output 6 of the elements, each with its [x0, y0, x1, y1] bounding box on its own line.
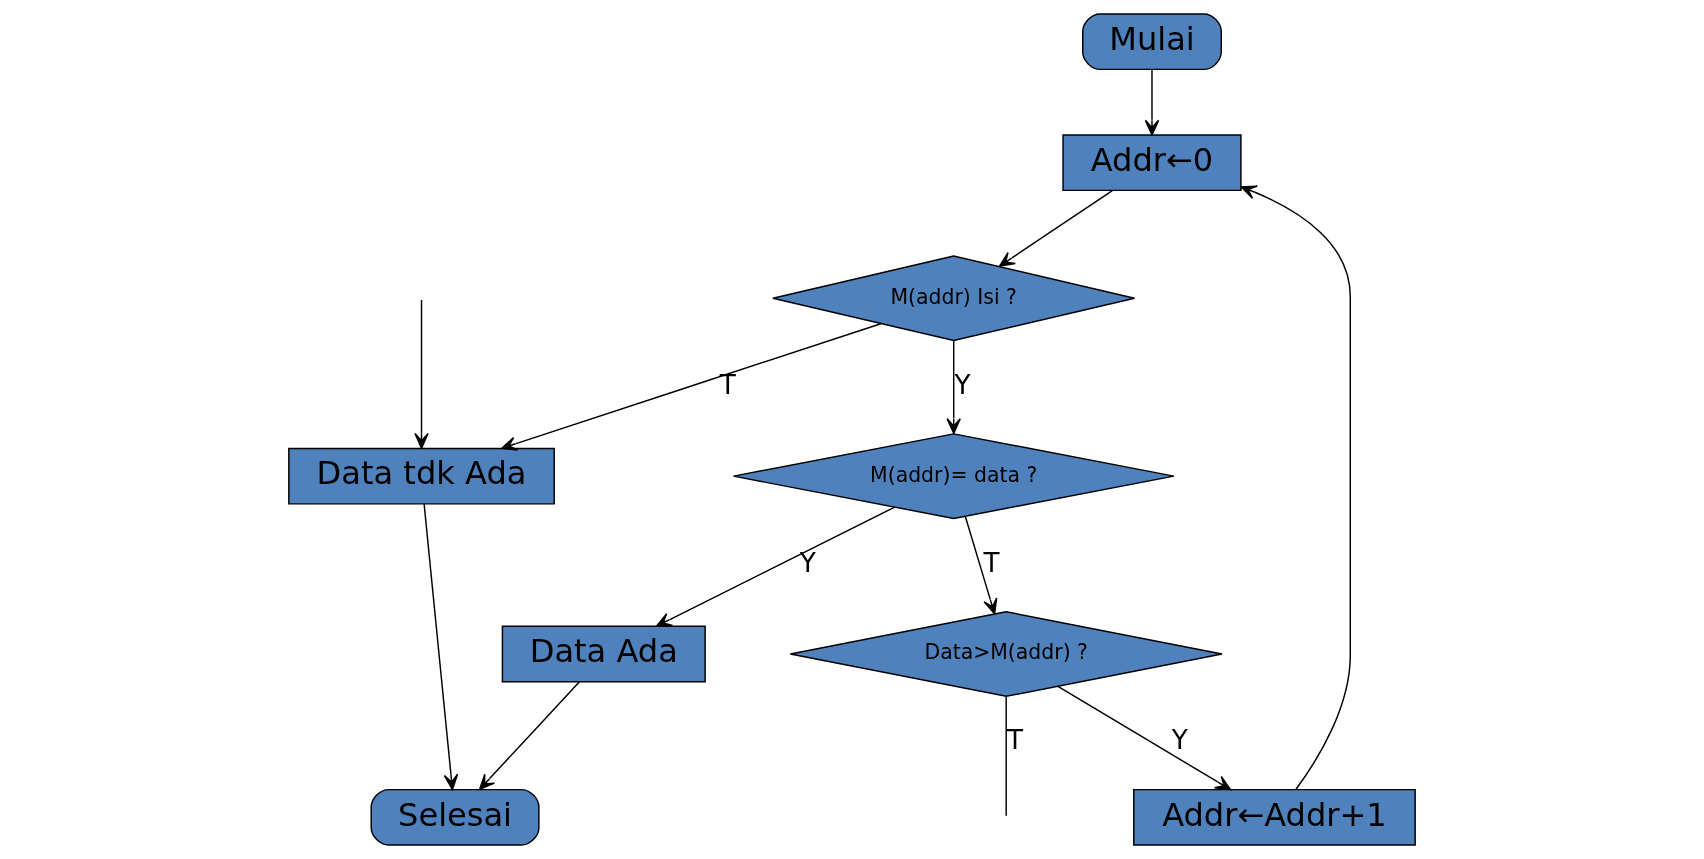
edge-label: Y	[954, 369, 971, 400]
edge-label: T	[983, 547, 1000, 578]
edge-label: Y	[1171, 725, 1188, 756]
edge-label: T	[1006, 725, 1023, 756]
edge-label: T	[719, 369, 736, 400]
edge-label: Y	[799, 547, 816, 578]
